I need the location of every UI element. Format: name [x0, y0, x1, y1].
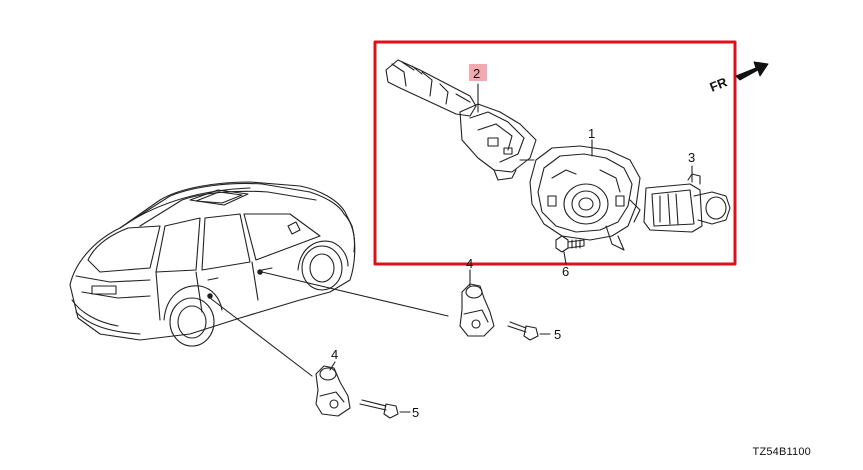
- bolt-part-6: [555, 235, 585, 253]
- leader-line-6: [563, 251, 567, 265]
- callout-6: 6: [562, 264, 569, 279]
- leader-line-lower-sensor: [209, 297, 313, 377]
- sensor-lower: [315, 365, 351, 417]
- direction-label: FR: [708, 74, 730, 95]
- highlight-frame: [373, 40, 737, 266]
- callout-4-lower: 4: [331, 347, 338, 362]
- leader-line-upper-sensor: [261, 271, 449, 317]
- callout-5-upper: 5: [554, 327, 561, 342]
- cable-reel-assembly: [529, 145, 641, 251]
- vehicle-illustration: [69, 181, 356, 347]
- diagram-code: TZ54B1100: [752, 446, 811, 458]
- screw-lower: [359, 399, 399, 419]
- leader-line-4b: [329, 361, 336, 371]
- right-switch-assembly: [643, 173, 731, 233]
- sensor-upper: [459, 283, 495, 337]
- callout-2: 2: [473, 66, 480, 81]
- front-direction-indicator: FR: [708, 61, 769, 95]
- callout-4-upper: 4: [466, 256, 473, 271]
- callout-3: 3: [688, 150, 695, 165]
- callout-5-lower: 5: [412, 405, 419, 420]
- callout-2-highlight: [469, 64, 487, 81]
- arrow-right-icon: [735, 61, 769, 81]
- screw-upper: [507, 321, 539, 341]
- combination-switch-lever: [385, 59, 537, 181]
- callout-1: 1: [588, 126, 595, 141]
